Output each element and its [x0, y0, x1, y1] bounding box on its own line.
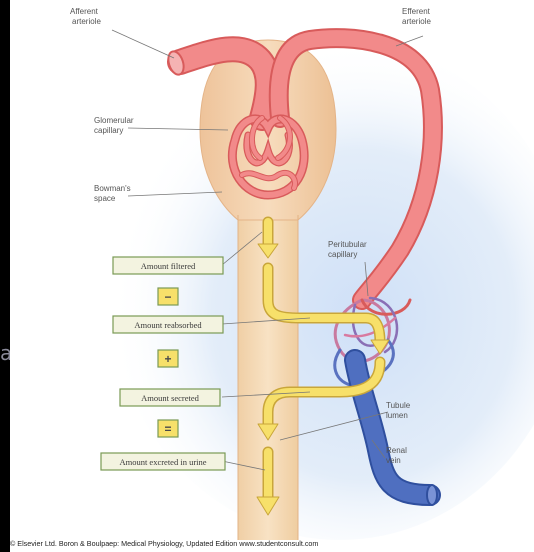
svg-text:space: space	[94, 194, 116, 203]
svg-text:Afferent: Afferent	[70, 7, 99, 16]
svg-text:Amount filtered: Amount filtered	[141, 261, 196, 271]
svg-text:Amount excreted in urine: Amount excreted in urine	[119, 457, 206, 467]
svg-text:capillary: capillary	[328, 250, 357, 259]
svg-text:lumen: lumen	[386, 411, 408, 420]
svg-text:Renal: Renal	[386, 446, 407, 455]
op-minus: −	[158, 288, 178, 305]
svg-text:−: −	[164, 290, 171, 304]
svg-text:Efferent: Efferent	[402, 7, 431, 16]
box-amount-secreted: Amount secreted	[120, 389, 220, 406]
svg-text:arteriole: arteriole	[402, 17, 431, 26]
label-tubule: Tubule lumen	[386, 401, 411, 420]
svg-text:+: +	[164, 352, 171, 366]
svg-text:arteriole: arteriole	[72, 17, 101, 26]
label-glomerular: Glomerular capillary	[94, 116, 134, 135]
op-equals: =	[158, 420, 178, 437]
svg-text:=: =	[164, 422, 171, 436]
box-amount-excreted: Amount excreted in urine	[101, 453, 225, 470]
label-afferent: Afferent arteriole	[70, 7, 101, 26]
svg-text:capillary: capillary	[94, 126, 123, 135]
diagram-panel: Afferent arteriole Efferent arteriole Gl…	[10, 0, 534, 552]
label-efferent: Efferent arteriole	[402, 7, 431, 26]
svg-text:Glomerular: Glomerular	[94, 116, 134, 125]
svg-text:Amount reabsorbed: Amount reabsorbed	[134, 320, 202, 330]
svg-text:vein: vein	[386, 456, 401, 465]
box-amount-reabsorbed: Amount reabsorbed	[113, 316, 223, 333]
svg-text:Tubule: Tubule	[386, 401, 411, 410]
svg-text:Bowman's: Bowman's	[94, 184, 131, 193]
svg-text:Amount secreted: Amount secreted	[141, 393, 200, 403]
credit-line: © Elsevier Ltd. Boron & Boulpaep: Medica…	[10, 539, 318, 548]
box-amount-filtered: Amount filtered	[113, 257, 223, 274]
svg-text:Peritubular: Peritubular	[328, 240, 367, 249]
label-bowman: Bowman's space	[94, 184, 131, 203]
op-plus: +	[158, 350, 178, 367]
nephron-diagram: Afferent arteriole Efferent arteriole Gl…	[10, 0, 534, 552]
